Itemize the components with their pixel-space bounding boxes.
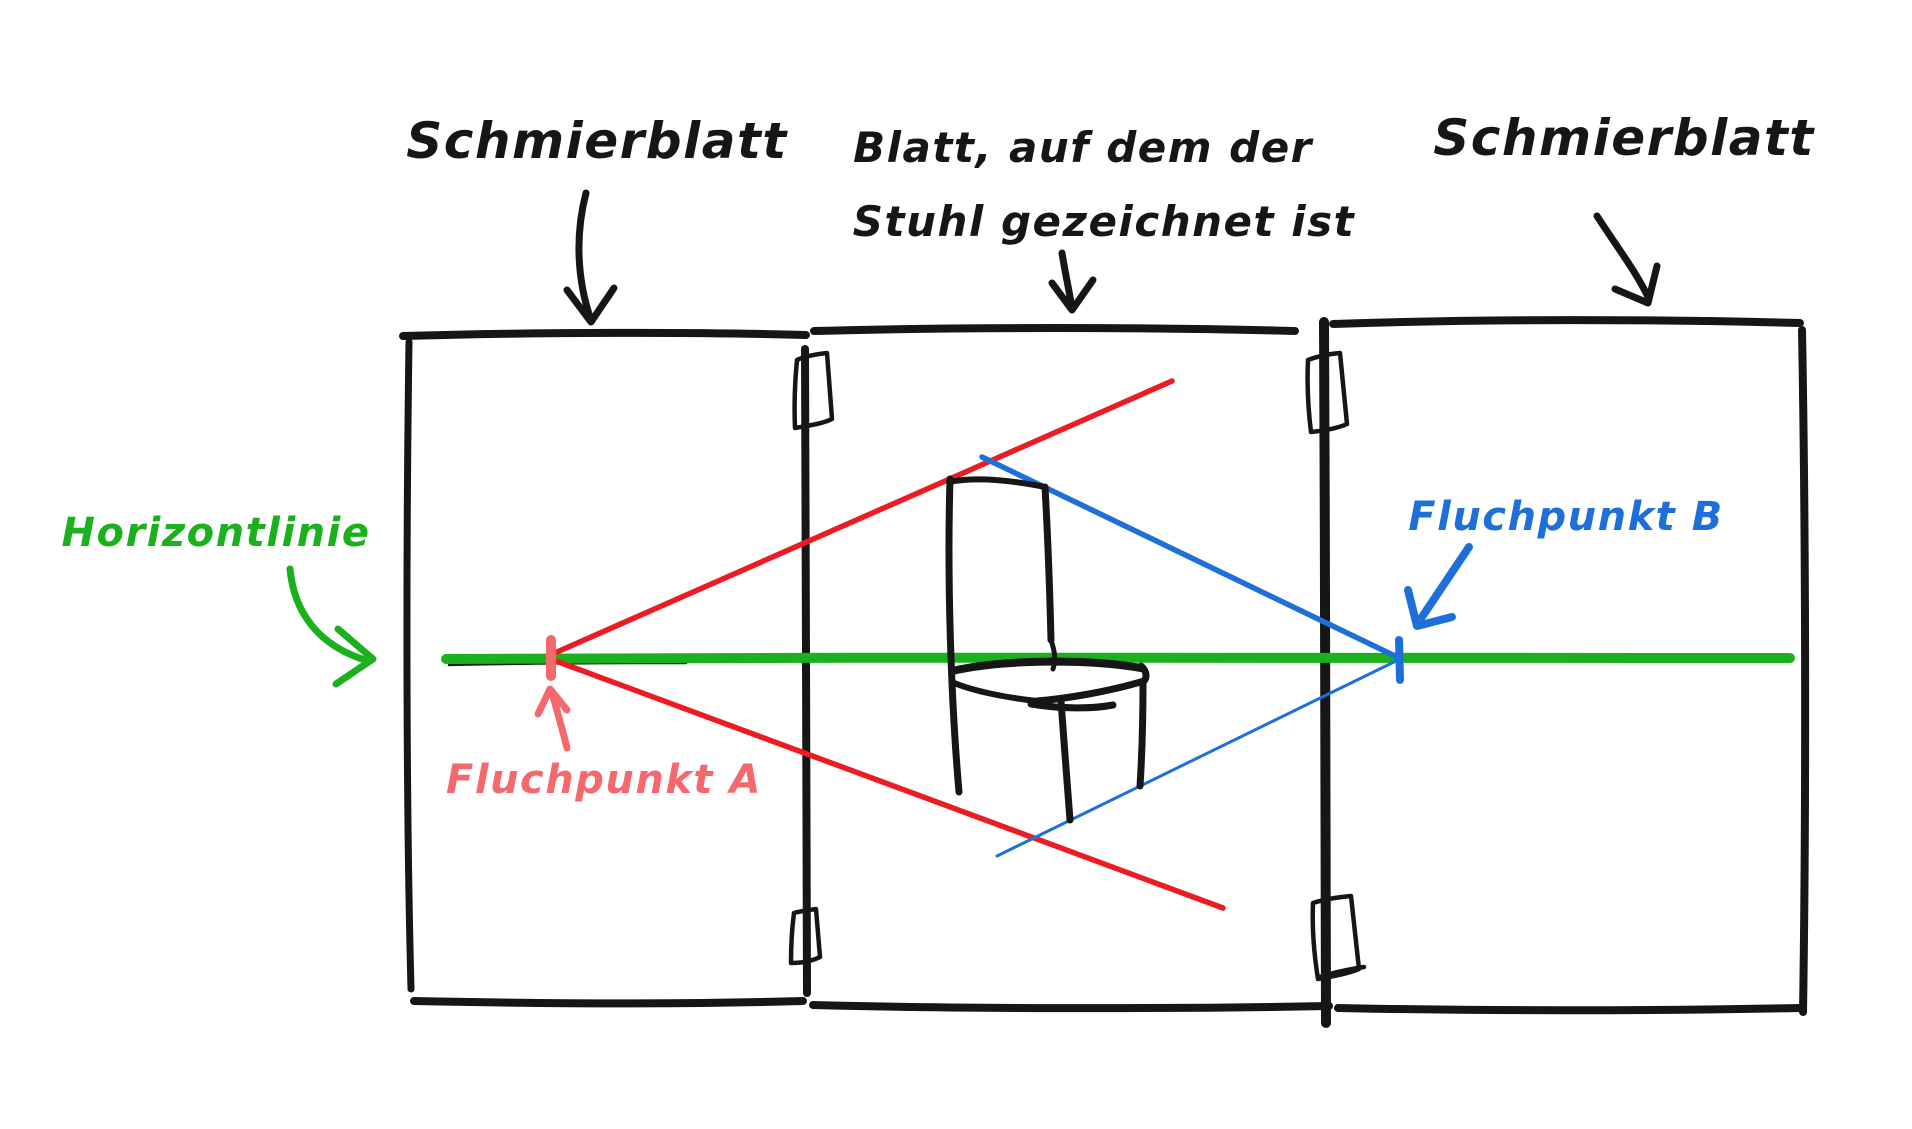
sheet-right-label: Schmierblatt: [1433, 109, 1815, 167]
arrow-vanishing-point-b-head: [1404, 586, 1456, 630]
tape-left-divider-bottom: [788, 906, 823, 966]
blue-perspective-lines: [979, 454, 1400, 858]
sheet-left-label: Schmierblatt: [406, 112, 788, 170]
divider-right: [1319, 317, 1331, 1028]
arrow-to-sheet-right-shaft: [1593, 212, 1653, 303]
arrow-vanishing-point-a: [534, 685, 571, 752]
arrow-to-sheet-left-shaft: [575, 189, 595, 324]
arrow-to-sheet-center: [1048, 249, 1097, 314]
sheet-left-top-edge: [399, 328, 810, 340]
sheet-left: [399, 328, 810, 1008]
horizon-line: [441, 652, 1795, 664]
divider-left: [801, 345, 811, 997]
red-line-lower: [553, 658, 1226, 911]
arrow-to-sheet-center-head: [1048, 276, 1097, 314]
horizon-line-label: Horizontlinie: [62, 510, 371, 556]
chair-back-top-rail: [946, 476, 1048, 490]
chair-front-rail: [1027, 700, 1117, 712]
chair-seat-back-edge: [948, 657, 1145, 675]
chair-back-left-post: [945, 475, 963, 796]
sheet-center: [809, 324, 1333, 1013]
chair-back-right-post-hook: [1048, 637, 1058, 672]
tape-right-divider-bottom-fold: [1317, 964, 1367, 980]
sheet-center-label-line1: Blatt, auf dem der: [853, 123, 1314, 172]
red-line-upper: [554, 378, 1175, 655]
sheet-center-bottom-edge: [809, 1001, 1333, 1013]
vanishing-point-b-tick: [1395, 636, 1404, 684]
red-perspective-lines: [553, 378, 1226, 911]
tape-left-divider-top: [792, 350, 835, 431]
sheet-left-bottom-edge: [410, 997, 807, 1008]
tape-right-divider-bottom: [1310, 893, 1362, 982]
sheet-right-bottom-edge: [1334, 1004, 1803, 1015]
chair-front-center-leg: [1057, 697, 1074, 824]
arrow-vanishing-point-b: [1404, 543, 1473, 630]
blue-line-upper: [979, 454, 1400, 660]
sheet-right-top-edge: [1329, 316, 1804, 328]
chair-seat-left-edge: [949, 679, 1040, 704]
arrow-to-sheet-left-head: [563, 284, 618, 326]
chair-front-right-leg: [1136, 678, 1147, 790]
arrow-vanishing-point-b-shaft: [1418, 543, 1473, 621]
sheet-center-label-line2: Stuhl gezeichnet ist: [853, 197, 1356, 246]
blue-line-lower: [995, 659, 1398, 858]
chair-back-right-post: [1041, 483, 1055, 644]
tape-right-divider-top: [1305, 350, 1350, 435]
arrow-vanishing-point-a-head: [534, 685, 571, 718]
arrow-horizon-line-shaft: [286, 565, 369, 664]
sheet-right-right-edge: [1798, 326, 1810, 1016]
arrow-to-sheet-right-head: [1611, 262, 1661, 307]
sheet-right: [1329, 316, 1810, 1016]
vanishing-point-a-label: Fluchpunkt A: [446, 757, 762, 803]
arrow-horizon-line-head: [332, 625, 377, 688]
arrow-to-sheet-left: [563, 189, 618, 326]
vanishing-point-b-label: Fluchpunkt B: [1408, 494, 1723, 540]
arrow-to-sheet-right: [1593, 212, 1661, 307]
tape-pieces: [788, 350, 1367, 982]
sheet-center-top-edge: [810, 324, 1299, 335]
arrow-horizon-line: [286, 565, 377, 688]
chair-sketch: [945, 475, 1150, 824]
sheet-left-left-edge: [403, 338, 415, 993]
